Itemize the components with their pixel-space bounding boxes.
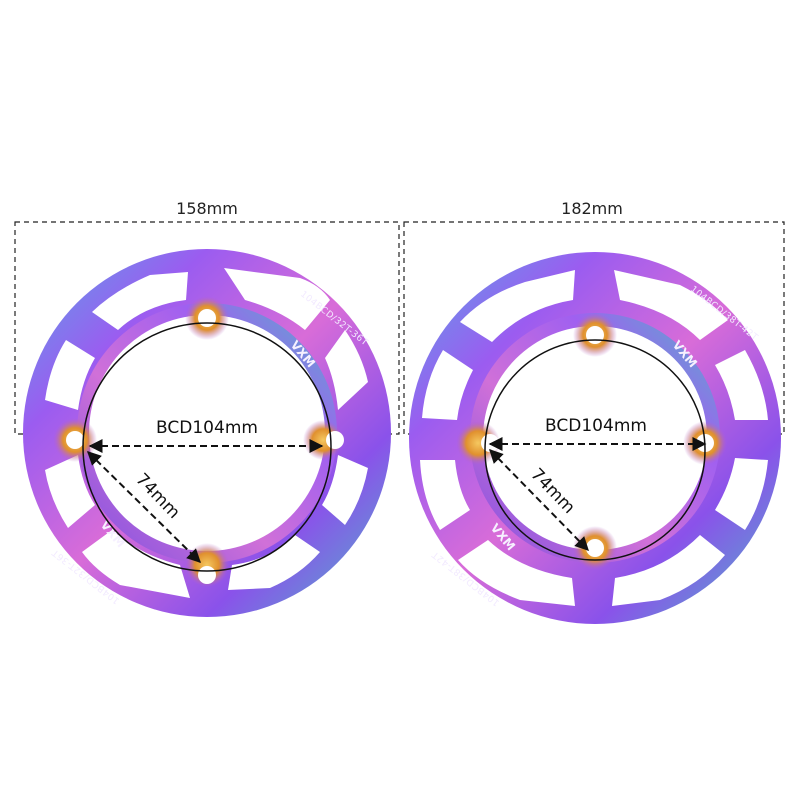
width-label: 158mm	[176, 199, 238, 218]
guard-ring: 104BCD/38T-42T 104BCD/38T-42T VXM VXM	[409, 252, 781, 624]
guard-windows	[420, 270, 768, 606]
guard-small: 158mm	[14, 199, 400, 617]
width-label: 182mm	[561, 199, 623, 218]
bcd-circle	[82, 322, 332, 572]
bcd-label: BCD104mm	[156, 418, 258, 438]
center-opening	[483, 326, 707, 550]
width-dimension-box	[403, 221, 785, 435]
guard-windows	[45, 268, 368, 598]
bolt-spacing-line	[87, 451, 201, 563]
guard-large: 182mm	[403, 199, 785, 624]
bcd-label: BCD104mm	[545, 416, 647, 436]
bolt-spacing-line	[489, 449, 589, 551]
